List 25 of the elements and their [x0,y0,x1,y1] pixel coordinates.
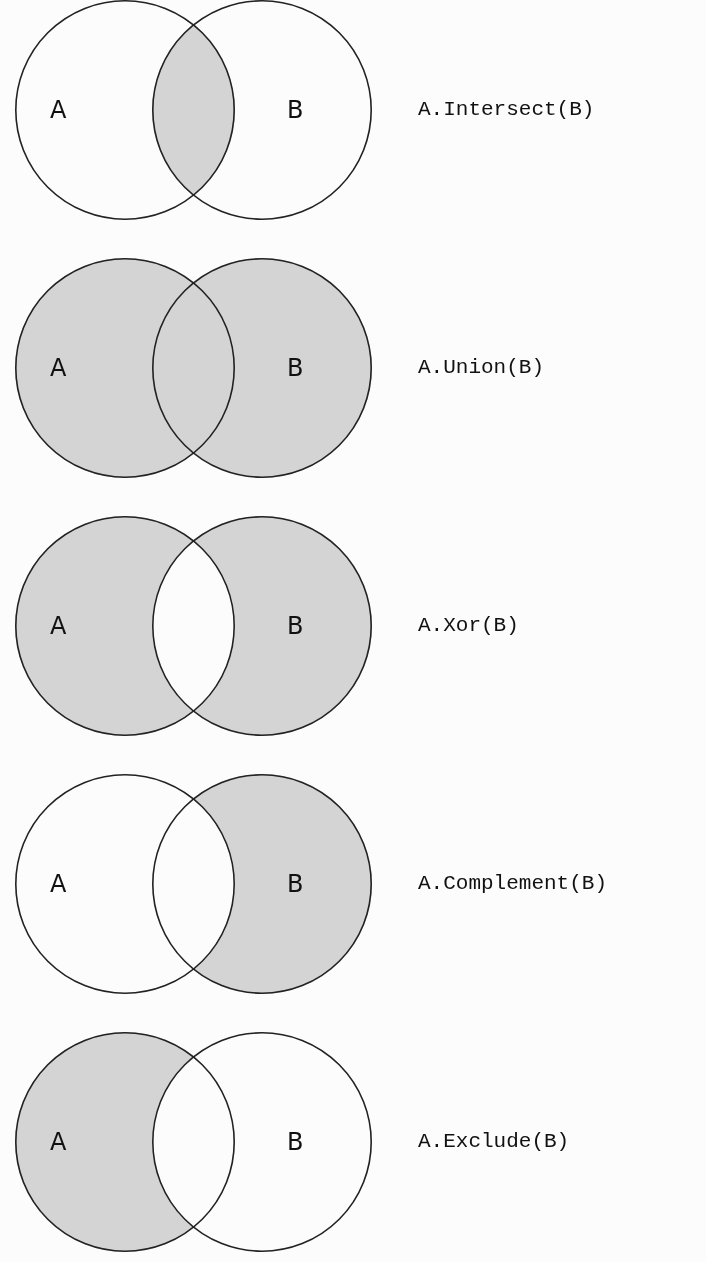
method-label: A.Complement(B) [418,873,608,894]
set-label: B [287,1130,304,1154]
set-label: A [50,1130,67,1154]
method-label: A.Union(B) [418,357,545,378]
venn-circle [15,258,235,478]
venn-circle [15,516,235,736]
set-label: B [287,98,304,122]
set-label: A [50,872,67,896]
set-label: B [287,872,304,896]
venn-circle [152,258,372,478]
venn-circle [15,1032,235,1252]
venn-circle [15,774,235,994]
set-label: A [50,614,67,638]
venn-circle [152,516,372,736]
method-label: A.Intersect(B) [418,99,595,120]
venn-circle [152,1032,372,1252]
set-label: A [50,98,67,122]
set-label: B [287,614,304,638]
method-label: A.Xor(B) [418,615,519,636]
venn-circle [15,0,235,220]
venn-circle [152,774,372,994]
set-label: B [287,356,304,380]
set-label: A [50,356,67,380]
method-label: A.Exclude(B) [418,1131,570,1152]
venn-circle [152,0,372,220]
